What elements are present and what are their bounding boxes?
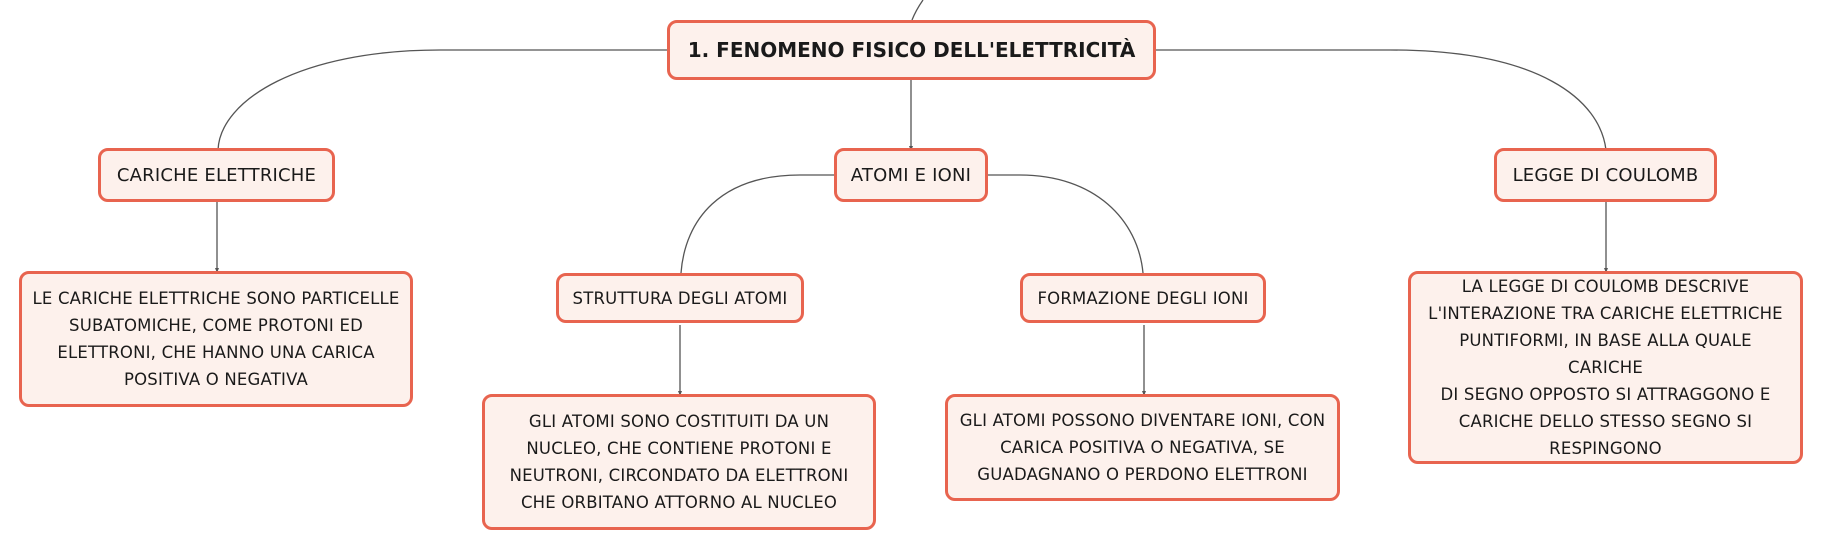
topic-cariche-elettriche[interactable]: CARICHE ELETTRICHE bbox=[98, 148, 335, 202]
topic-label: ATOMI E IONI bbox=[850, 164, 972, 186]
leaf-formazione-degli-ioni[interactable]: GLI ATOMI POSSONO DIVENTARE IONI, CON CA… bbox=[945, 394, 1340, 501]
leaf-line: RESPINGONO bbox=[1549, 439, 1662, 458]
leaf-line: CHE ORBITANO ATTORNO AL NUCLEO bbox=[520, 493, 838, 512]
leaf-line: PUNTIFORMI, IN BASE ALLA QUALE CARICHE bbox=[1459, 331, 1752, 377]
leaf-line: LE CARICHE ELETTRICHE SONO PARTICELLE bbox=[32, 289, 400, 308]
subtopic-label: FORMAZIONE DEGLI IONI bbox=[1037, 288, 1249, 308]
connector-parent-to-root bbox=[911, 0, 924, 21]
subtopic-struttura-degli-atomi[interactable]: STRUTTURA DEGLI ATOMI bbox=[556, 273, 804, 323]
topic-label: LEGGE DI COULOMB bbox=[1512, 164, 1699, 186]
leaf-line: GLI ATOMI POSSONO DIVENTARE IONI, CON bbox=[959, 411, 1326, 430]
leaf-line: LA LEGGE DI COULOMB DESCRIVE bbox=[1461, 277, 1750, 296]
topic-label: CARICHE ELETTRICHE bbox=[116, 164, 317, 186]
leaf-cariche-elettriche[interactable]: LE CARICHE ELETTRICHE SONO PARTICELLE SU… bbox=[19, 271, 413, 407]
leaf-line: CARICHE DELLO STESSO SEGNO SI bbox=[1458, 412, 1753, 431]
connector-atomi-to-struttura bbox=[680, 174, 836, 274]
leaf-line: DI SEGNO OPPOSTO SI ATTRAGGONO E bbox=[1440, 385, 1771, 404]
subtopic-formazione-degli-ioni[interactable]: FORMAZIONE DEGLI IONI bbox=[1020, 273, 1266, 323]
leaf-line: NEUTRONI, CIRCONDATO DA ELETTRONI bbox=[509, 466, 849, 485]
leaf-line: CARICA POSITIVA O NEGATIVA, SE bbox=[1000, 438, 1285, 457]
leaf-legge-di-coulomb[interactable]: LA LEGGE DI COULOMB DESCRIVE L'INTERAZIO… bbox=[1408, 271, 1803, 464]
topic-atomi-e-ioni[interactable]: ATOMI E IONI bbox=[834, 148, 988, 202]
leaf-line: L'INTERAZIONE TRA CARICHE ELETTRICHE bbox=[1428, 304, 1783, 323]
leaf-line: SUBATOMICHE, COME PROTONI ED bbox=[69, 316, 363, 335]
leaf-struttura-degli-atomi[interactable]: GLI ATOMI SONO COSTITUITI DA UN NUCLEO, … bbox=[482, 394, 876, 530]
leaf-line: NUCLEO, CHE CONTIENE PROTONI E bbox=[526, 439, 832, 458]
connector-root-to-coulomb bbox=[1156, 49, 1607, 151]
leaf-line: GLI ATOMI SONO COSTITUITI DA UN bbox=[528, 412, 830, 431]
root-node[interactable]: 1. FENOMENO FISICO DELL'ELETTRICITÀ bbox=[667, 20, 1156, 80]
topic-legge-di-coulomb[interactable]: LEGGE DI COULOMB bbox=[1494, 148, 1717, 202]
connector-atomi-to-formazione bbox=[986, 174, 1144, 274]
leaf-line: GUADAGNANO O PERDONO ELETTRONI bbox=[977, 465, 1308, 484]
subtopic-label: STRUTTURA DEGLI ATOMI bbox=[572, 288, 788, 308]
leaf-line: ELETTRONI, CHE HANNO UNA CARICA bbox=[57, 343, 375, 362]
root-label: 1. FENOMENO FISICO DELL'ELETTRICITÀ bbox=[687, 38, 1136, 62]
leaf-line: POSITIVA O NEGATIVA bbox=[123, 370, 309, 389]
connector-root-to-cariche bbox=[217, 49, 667, 151]
